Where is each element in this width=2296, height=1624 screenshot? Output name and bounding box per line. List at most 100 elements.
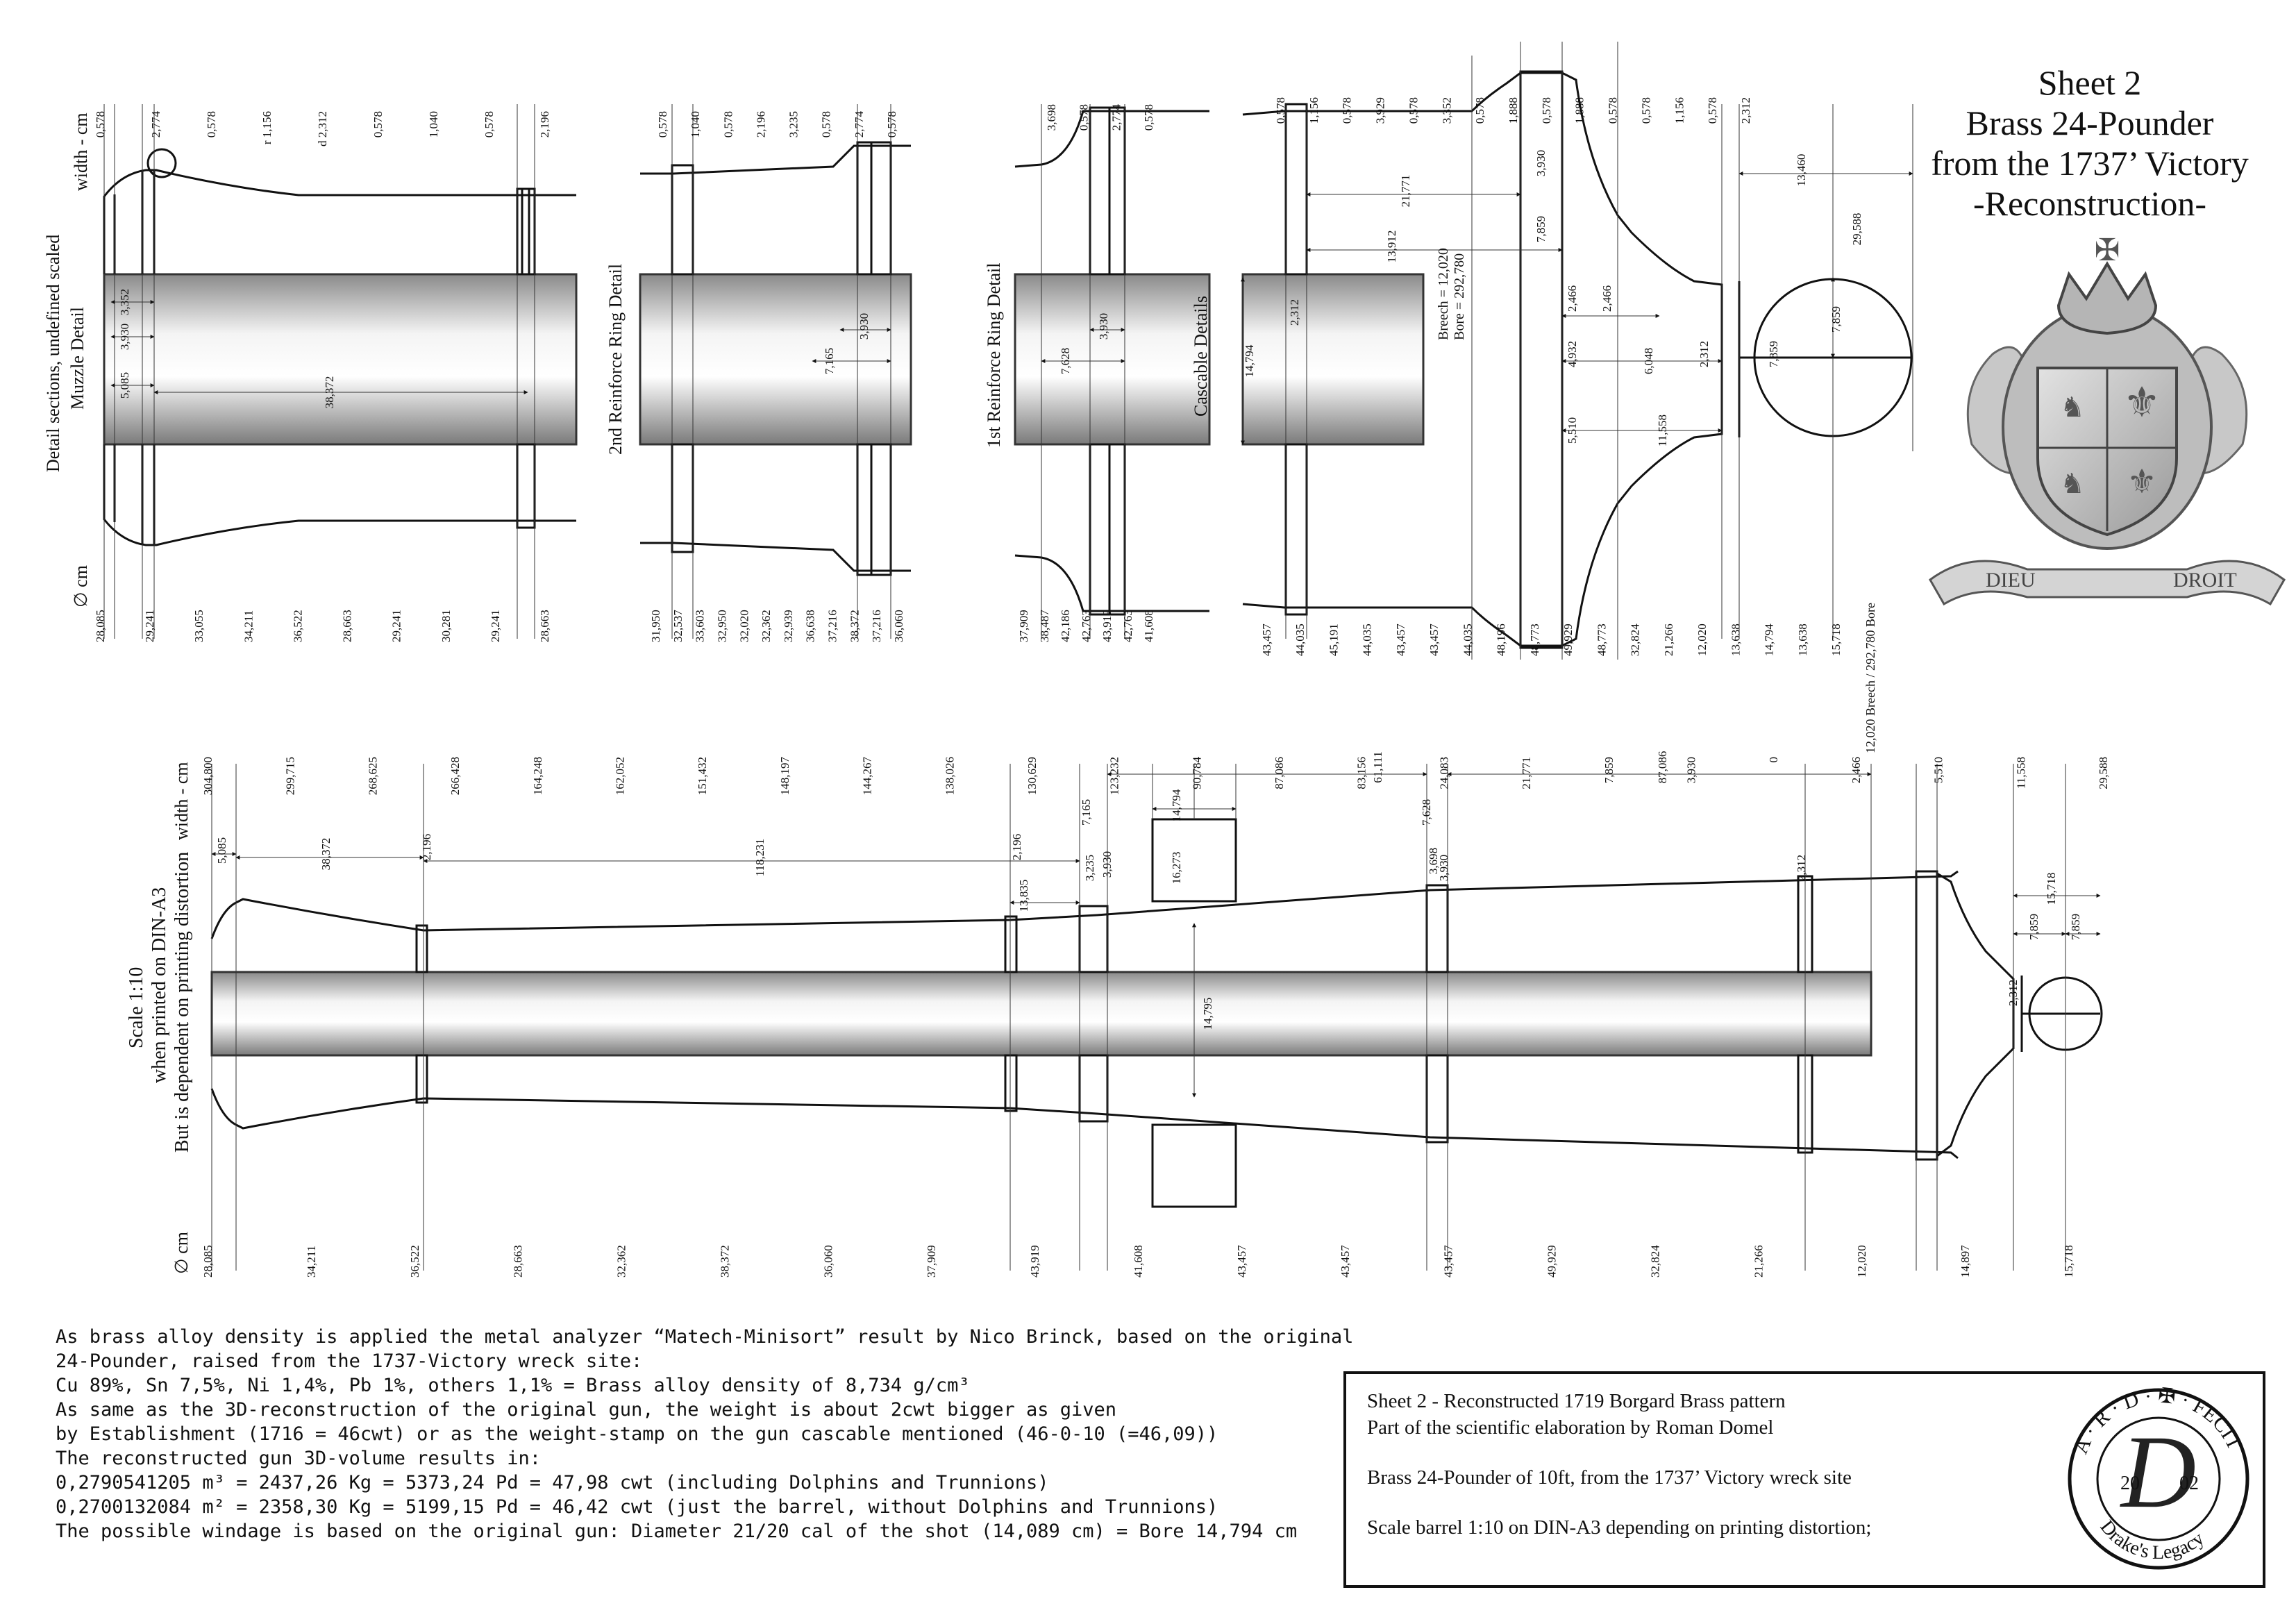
dimension-value: 0,578 [820, 111, 833, 137]
dimension-value: 24,083 [1437, 757, 1450, 789]
dimension-value: 0,578 [1473, 97, 1486, 124]
dimension-value: 7,859 [1767, 341, 1780, 367]
dimension-value: 14,794 [1243, 344, 1256, 377]
dimension-value: 7,859 [1829, 306, 1843, 333]
dimension-value: 0,578 [721, 111, 735, 137]
dimension-value: 3,930 [1534, 150, 1548, 176]
dimension-value: 28,663 [341, 610, 354, 642]
dimension-value: 28,085 [201, 1245, 215, 1278]
info-spacer [1367, 1441, 1871, 1464]
seal-year-left: 20 [2120, 1473, 2140, 1494]
dimension-value: 38,372 [848, 610, 861, 642]
dimension-value: 0,578 [1341, 97, 1354, 124]
svg-text:♞: ♞ [2060, 392, 2085, 424]
svg-text:⚜: ⚜ [2127, 462, 2156, 501]
dimension-value: 0,578 [1639, 97, 1652, 124]
dimension-value: 61,111 [1371, 751, 1384, 783]
dimension-value: 28,085 [94, 610, 107, 642]
dimension-value: 90,784 [1190, 757, 1203, 789]
dimension-lines [103, 42, 2101, 1271]
dimension-value: 3,930 [118, 324, 131, 350]
dimension-value: 0,578 [885, 111, 898, 137]
dimension-value: 0,578 [1607, 97, 1620, 124]
dimension-value: 2,466 [1850, 757, 1863, 783]
dimension-value: 138,026 [943, 757, 956, 795]
scale-label-3: But is dependent on printing distortion [171, 852, 193, 1153]
reinforce2-label: 2nd Reinforce Ring Detail [605, 264, 626, 455]
dimension-value: 38,372 [718, 1245, 731, 1278]
dimension-value: 42,186 [1059, 610, 1072, 642]
scale-label-1: Scale 1:10 [126, 967, 147, 1048]
dimension-value: 0,578 [1078, 104, 1091, 131]
dimension-value: r 1,156 [260, 111, 274, 144]
dimension-value: 48,196 [1495, 623, 1508, 656]
dimension-value: 13,912 [1385, 231, 1398, 263]
dimension-value: 2,312 [1288, 299, 1301, 326]
dimension-value: 1,156 [1307, 97, 1321, 124]
dimension-value: 49,929 [1545, 1245, 1559, 1278]
dimension-value: 37,216 [826, 610, 839, 642]
dimension-value: 1,040 [427, 111, 440, 137]
dimension-value: 29,588 [2097, 757, 2110, 789]
dimension-value: 29,241 [390, 610, 403, 642]
info-spacer [1367, 1491, 1871, 1514]
note-line: 24-Pounder, raised from the 1737-Victory… [56, 1350, 643, 1372]
dimension-value: 13,638 [1796, 623, 1809, 656]
dimension-value: 37,216 [870, 610, 883, 642]
dimension-value: 1,888 [1507, 97, 1520, 124]
dimension-value: 148,197 [778, 757, 791, 796]
dimension-value: 7,628 [1420, 799, 1433, 826]
dimension-value: 43,457 [1235, 1245, 1248, 1278]
dimension-value: 42,763 [1121, 610, 1134, 642]
dimension-value: 12,020 [1695, 623, 1709, 656]
dimension-value: 0,578 [371, 111, 385, 137]
dimension-value: 15,718 [2045, 873, 2058, 905]
dimension-value: 0,578 [1274, 97, 1287, 124]
dimension-value: 43,919 [1028, 1245, 1041, 1278]
dimension-value: 7,859 [1602, 757, 1616, 783]
dimension-value: 2,774 [149, 111, 162, 138]
dimension-value: 144,267 [861, 757, 874, 796]
dimension-value: 32,824 [1648, 1245, 1661, 1278]
dimension-value: 1,040 [689, 111, 702, 137]
dimension-value: 268,625 [366, 757, 379, 795]
dimension-value: 32,939 [782, 610, 795, 642]
dimension-value: 34,211 [305, 1246, 318, 1278]
dimension-value: 2,312 [2006, 980, 2020, 1006]
dimension-value: 2,774 [853, 111, 866, 138]
dimension-value: 28,663 [538, 610, 551, 642]
dimension-value: 2,196 [754, 111, 767, 137]
info-text: Sheet 2 - Reconstructed 1719 Borgard Bra… [1367, 1388, 1871, 1541]
dimension-value: 32,950 [716, 610, 729, 642]
dimension-value: 44,035 [1461, 623, 1474, 656]
cascable-label: Cascable Details [1191, 296, 1211, 417]
seal-monogram: D [2120, 1414, 2196, 1530]
title-line-2: Brass 24-Pounder [1966, 103, 2214, 142]
dimension-value: 0,578 [1407, 97, 1420, 124]
dimension-value: 0 [1767, 757, 1780, 763]
drakes-legacy-seal-icon: A · R · D · ✠ · FECIT Drake's Legacy D 2… [2068, 1384, 2249, 1570]
dimension-value: 2,774 [1109, 104, 1123, 131]
dimension-value: 29,241 [489, 610, 502, 642]
dimension-value: 1,156 [1673, 97, 1686, 124]
dimension-value: 33,055 [192, 610, 206, 642]
diameter-label-top: ∅ cm [71, 565, 91, 608]
dimension-value: 42,763 [1080, 610, 1093, 642]
sheet-title: Sheet 2 Brass 24-Pounder from the 1737’ … [1875, 62, 2296, 224]
note-line: Cu 89%, Sn 7,5%, Ni 1,4%, Pb 1%, others … [56, 1375, 970, 1396]
dimension-value: 12,020 [1855, 1245, 1868, 1278]
title-line-4: -Reconstruction- [1972, 184, 2206, 223]
dimension-value: 36,522 [408, 1245, 421, 1278]
note-line: by Establishment (1716 = 46cwt) or as th… [56, 1423, 1218, 1445]
dimension-value: 31,950 [649, 610, 662, 642]
dimension-value: 49,929 [1561, 623, 1575, 656]
info-line: Scale barrel 1:10 on DIN-A3 depending on… [1367, 1516, 1872, 1539]
svg-text:♞: ♞ [2060, 468, 2085, 500]
svg-text:⚜: ⚜ [2123, 378, 2161, 427]
dimension-value: 29,588 [1850, 213, 1863, 246]
dimension-value: 162,052 [614, 757, 627, 795]
detail-sections-label: Detail sections, undefined scaled [43, 235, 63, 472]
dimension-value: 41,608 [1132, 1245, 1145, 1278]
dimension-value: 33,603 [694, 610, 707, 642]
dimension-value: 13,460 [1795, 154, 1808, 187]
